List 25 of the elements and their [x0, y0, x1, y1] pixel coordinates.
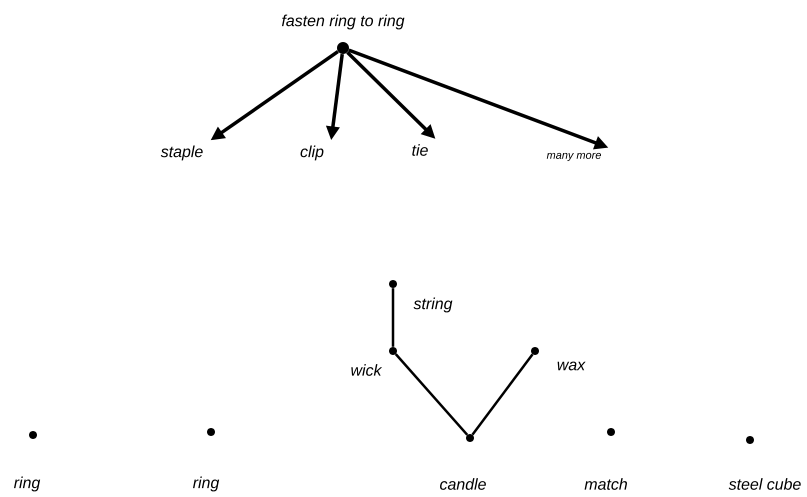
connector-line — [394, 353, 468, 436]
dot — [607, 428, 615, 436]
node-text: clip — [300, 146, 324, 160]
node-label: ring — [192, 476, 220, 492]
dot — [207, 428, 215, 436]
dot — [29, 430, 37, 439]
node-label: wick — [351, 364, 382, 376]
node-label: string — [414, 298, 452, 312]
node-label: candle — [440, 478, 486, 490]
dot — [337, 42, 349, 54]
node-label: match — [584, 478, 627, 490]
node-label: ring — [14, 476, 40, 492]
node-text: staple — [160, 146, 203, 160]
node-label: steel cube — [728, 478, 801, 490]
connector-line — [472, 354, 534, 436]
node-text: many more — [546, 152, 601, 162]
node-label: wax — [558, 362, 586, 370]
dot — [531, 346, 539, 355]
dot — [389, 346, 397, 355]
dot — [746, 436, 754, 444]
node-text: tie — [412, 144, 428, 156]
connector-line — [392, 288, 394, 347]
dot — [466, 434, 474, 442]
dot — [389, 280, 397, 288]
node-label: fasten ring to ring — [282, 14, 404, 30]
